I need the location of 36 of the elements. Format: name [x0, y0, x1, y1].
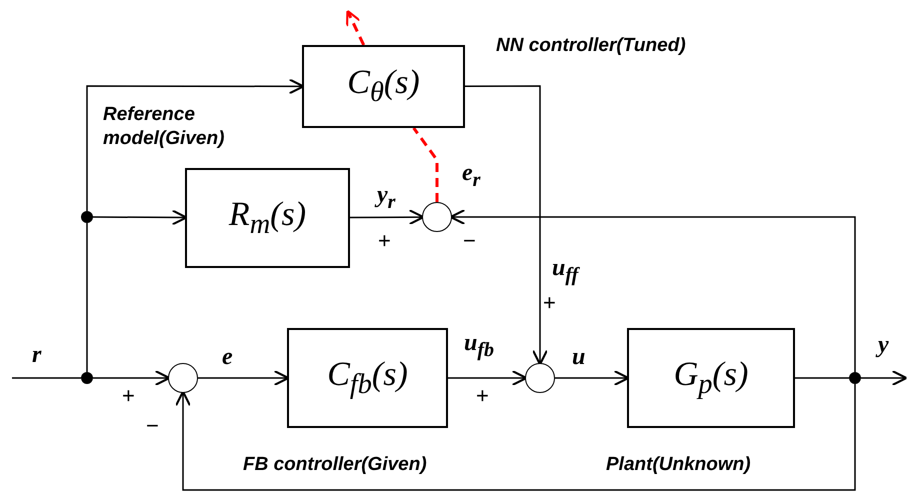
sign-label: + [378, 230, 391, 252]
arrow [465, 85, 548, 366]
sign-label: − [146, 415, 159, 437]
branch-point [81, 372, 93, 384]
block-box [287, 328, 448, 428]
arrow [86, 78, 304, 211]
arrow [198, 370, 290, 386]
summing-junction [168, 363, 198, 393]
arrow [93, 370, 170, 386]
arrow [555, 370, 630, 386]
dashed-arrow [346, 10, 366, 46]
block-caption: Reference model(Given) [103, 103, 226, 151]
transfer-function: G$_{p}$(s) [674, 356, 748, 400]
sign-label: + [543, 292, 556, 314]
summing-junction [525, 363, 555, 393]
block-box [302, 45, 465, 128]
transfer-function: C$_{fb}$(s) [327, 356, 408, 400]
block-caption: NN controller(Tuned) [496, 34, 686, 58]
arrow [350, 209, 424, 226]
branch-point [849, 372, 861, 384]
transfer-function: C$_{θ}$(s) [347, 64, 420, 109]
block-caption: Plant(Unknown) [606, 453, 751, 477]
sign-label: + [476, 385, 489, 407]
sign-label: − [463, 230, 476, 252]
block-caption: FB controller(Given) [243, 453, 427, 477]
arrow [448, 370, 528, 386]
arrow [861, 370, 908, 386]
arrow [93, 209, 188, 226]
block-box [627, 328, 795, 428]
transfer-function: R$_{m}$(s) [228, 196, 306, 240]
summing-junction [422, 202, 452, 232]
block-box [185, 168, 350, 268]
branch-point [81, 211, 93, 223]
sign-label: + [122, 385, 135, 407]
arrow [450, 208, 856, 372]
arrow [174, 384, 856, 491]
